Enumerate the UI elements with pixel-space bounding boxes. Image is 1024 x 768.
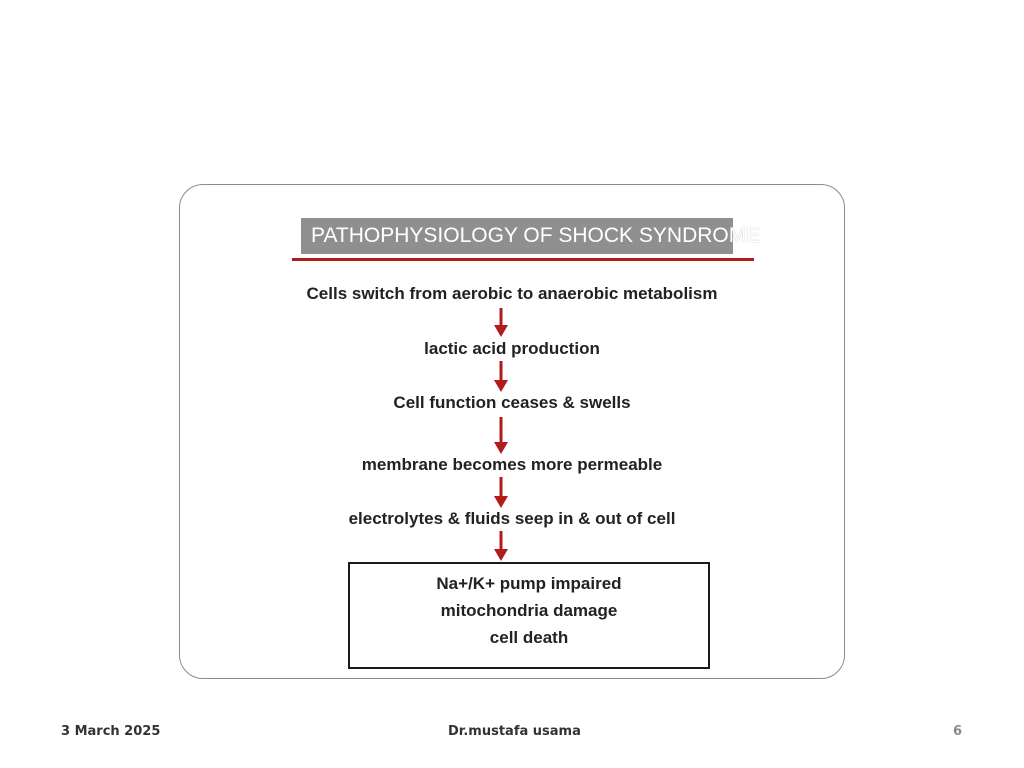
- step-2: lactic acid production: [424, 339, 600, 358]
- footer-author: Dr.mustafa usama: [448, 724, 581, 739]
- title-band: [301, 218, 733, 254]
- down-arrow-icon: [491, 477, 511, 509]
- footer-date: 3 March 2025: [61, 724, 161, 739]
- down-arrow-icon: [491, 531, 511, 562]
- down-arrow-icon: [491, 417, 511, 455]
- step-5: electrolytes & fluids seep in & out of c…: [348, 509, 676, 528]
- title-text: PATHOPHYSIOLOGY OF SHOCK SYNDROME: [311, 224, 761, 247]
- diagram-title: PATHOPHYSIOLOGY OF SHOCK SYNDROME: [301, 218, 760, 254]
- step-4: membrane becomes more permeable: [361, 455, 663, 474]
- step-3: Cell function ceases & swells: [393, 393, 631, 412]
- down-arrow-icon: [491, 361, 511, 393]
- result-box: Na+/K+ pump impaired mitochondria damage…: [348, 562, 710, 669]
- result-line-2: mitochondria damage: [440, 601, 618, 620]
- title-underline: [292, 258, 754, 261]
- down-arrow-icon: [491, 308, 511, 338]
- step-1: Cells switch from aerobic to anaerobic m…: [306, 284, 718, 303]
- slide-number: 6: [953, 724, 963, 739]
- result-line-1: Na+/K+ pump impaired: [436, 574, 622, 593]
- result-line-3: cell death: [489, 628, 569, 647]
